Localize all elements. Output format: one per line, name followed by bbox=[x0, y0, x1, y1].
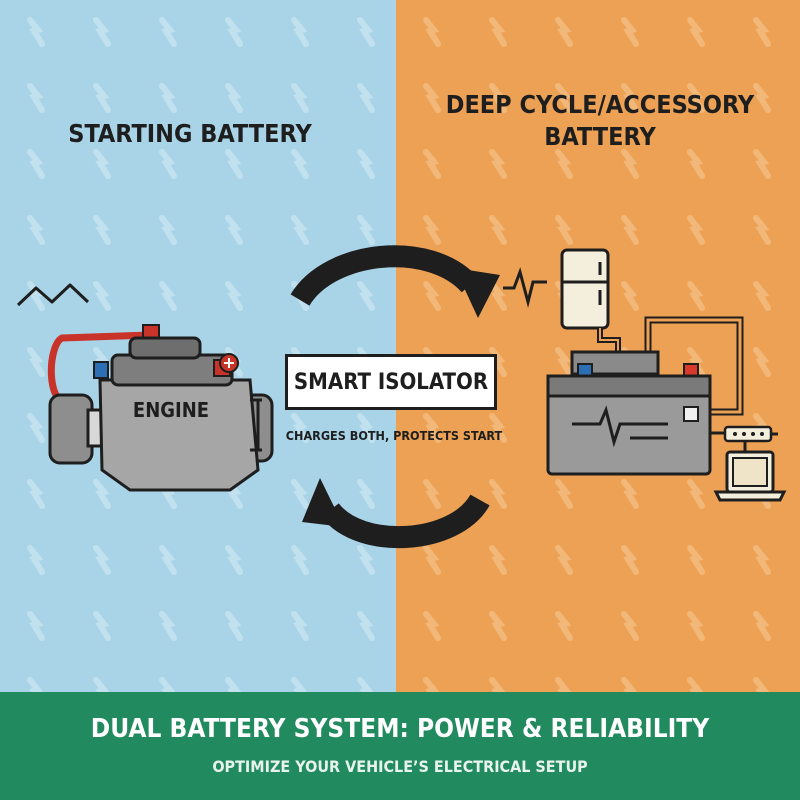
accessory-battery-heading-line2: BATTERY bbox=[544, 122, 656, 151]
laptop-icon bbox=[713, 441, 787, 502]
bolt-pattern bbox=[396, 0, 800, 692]
diagram-art bbox=[16, 245, 787, 549]
smart-isolator-box: SMART ISOLATOR bbox=[285, 354, 497, 410]
smart-isolator-label: SMART ISOLATOR bbox=[293, 369, 489, 395]
engine-label: ENGINE bbox=[132, 398, 210, 422]
power-strip-icon bbox=[710, 425, 778, 443]
charge-arrow-icon bbox=[290, 245, 500, 549]
engine-icon bbox=[47, 324, 274, 492]
starting-battery-heading: STARTING BATTERY bbox=[68, 119, 312, 148]
battery-icon bbox=[546, 350, 712, 476]
footer-banner bbox=[0, 692, 800, 800]
isolator-caption: CHARGES BOTH, PROTECTS START bbox=[285, 428, 503, 443]
fridge-icon bbox=[560, 248, 610, 330]
waveform-icon bbox=[16, 283, 90, 307]
waveform-icon bbox=[503, 267, 547, 308]
accessory-battery-panel bbox=[396, 0, 800, 692]
accessory-battery-heading: DEEP CYCLE/ACCESSORY bbox=[445, 90, 755, 119]
footer-subtitle: OPTIMIZE YOUR VEHICLE’S ELECTRICAL SETUP bbox=[212, 757, 588, 776]
footer-title: DUAL BATTERY SYSTEM: POWER & RELIABILITY bbox=[90, 714, 710, 744]
